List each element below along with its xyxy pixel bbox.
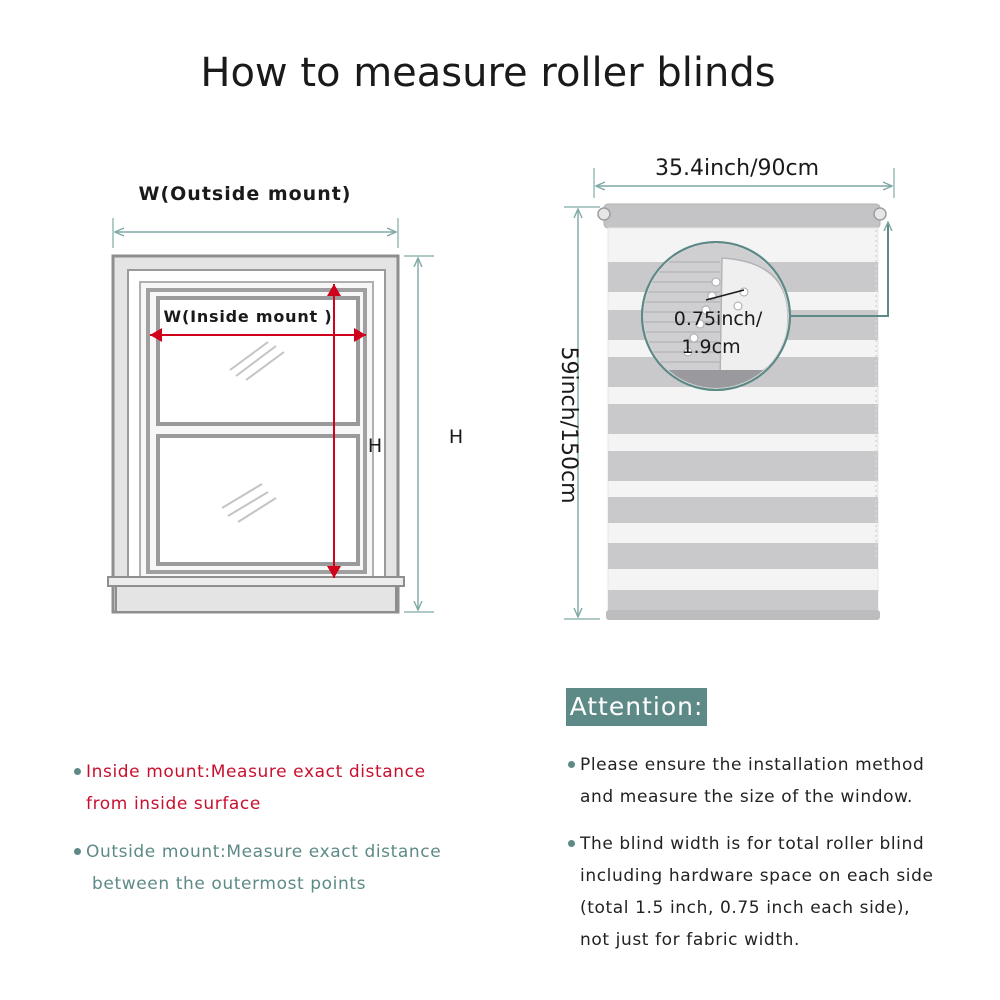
outside-height-dimension: [404, 255, 434, 613]
note-inside-mount-line1: Inside mount:Measure exact distance: [86, 762, 426, 782]
upper-sash: [156, 296, 360, 426]
blind-bottom-rail: [606, 610, 880, 620]
attention-item-line: including hardware space on each side: [580, 866, 934, 886]
blind-width-label: 35.4inch/90cm: [655, 156, 819, 181]
blind-headrail: [603, 203, 881, 229]
attention-item-line: and measure the size of the window.: [580, 787, 914, 807]
blind-width-dimension: [593, 168, 895, 198]
hardware-pointer: [790, 222, 888, 317]
blind-stripes: [608, 262, 878, 614]
attention-item-line: Please ensure the installation method: [580, 755, 925, 775]
bracket-right: [873, 207, 887, 221]
note-outside-mount-line2: between the outermost points: [92, 874, 367, 894]
page-title: How to measure roller blinds: [200, 50, 776, 96]
bullet-icon: [568, 761, 575, 768]
blind-height-label: 59inch/150cm: [556, 346, 581, 503]
attention-item-line: not just for fabric width.: [580, 930, 800, 950]
bullet-icon: [74, 848, 81, 855]
hardware-label-line2: 1.9cm: [681, 336, 740, 358]
hardware-label-line1: 0.75inch/: [674, 308, 763, 330]
note-outside-mount: Outside mount:Measure exact distance bet…: [74, 836, 514, 900]
bracket-left: [597, 207, 611, 221]
note-outside-mount-line1: Outside mount:Measure exact distance: [86, 842, 442, 862]
attention-item-blind-width: The blind width is for total roller blin…: [568, 828, 988, 956]
note-inside-mount-line2: from inside surface: [86, 794, 261, 814]
attention-item-line: (total 1.5 inch, 0.75 inch each side),: [580, 898, 911, 918]
outside-width-dimension: [112, 218, 399, 248]
attention-heading: Attention:: [566, 688, 707, 726]
attention-item-installation: Please ensure the installation method an…: [568, 749, 988, 813]
inside-width-label: W(Inside mount ): [164, 307, 333, 326]
blind-height-dimension: [564, 206, 600, 620]
inside-height-label: H: [368, 435, 382, 457]
window-sill: [107, 576, 405, 587]
lower-sash: [156, 434, 360, 566]
attention-item-line: The blind width is for total roller blin…: [580, 834, 925, 854]
note-inside-mount: Inside mount:Measure exact distance from…: [74, 756, 514, 820]
outside-width-label: W(Outside mount): [139, 183, 352, 205]
outside-height-label: H: [449, 426, 463, 448]
glass-reflection-upper: [229, 341, 285, 381]
glass-reflection-lower: [221, 483, 277, 523]
bullet-icon: [74, 768, 81, 775]
hardware-zoom-loupe: 0.75inch/ 1.9cm: [641, 241, 791, 391]
bullet-icon: [568, 840, 575, 847]
